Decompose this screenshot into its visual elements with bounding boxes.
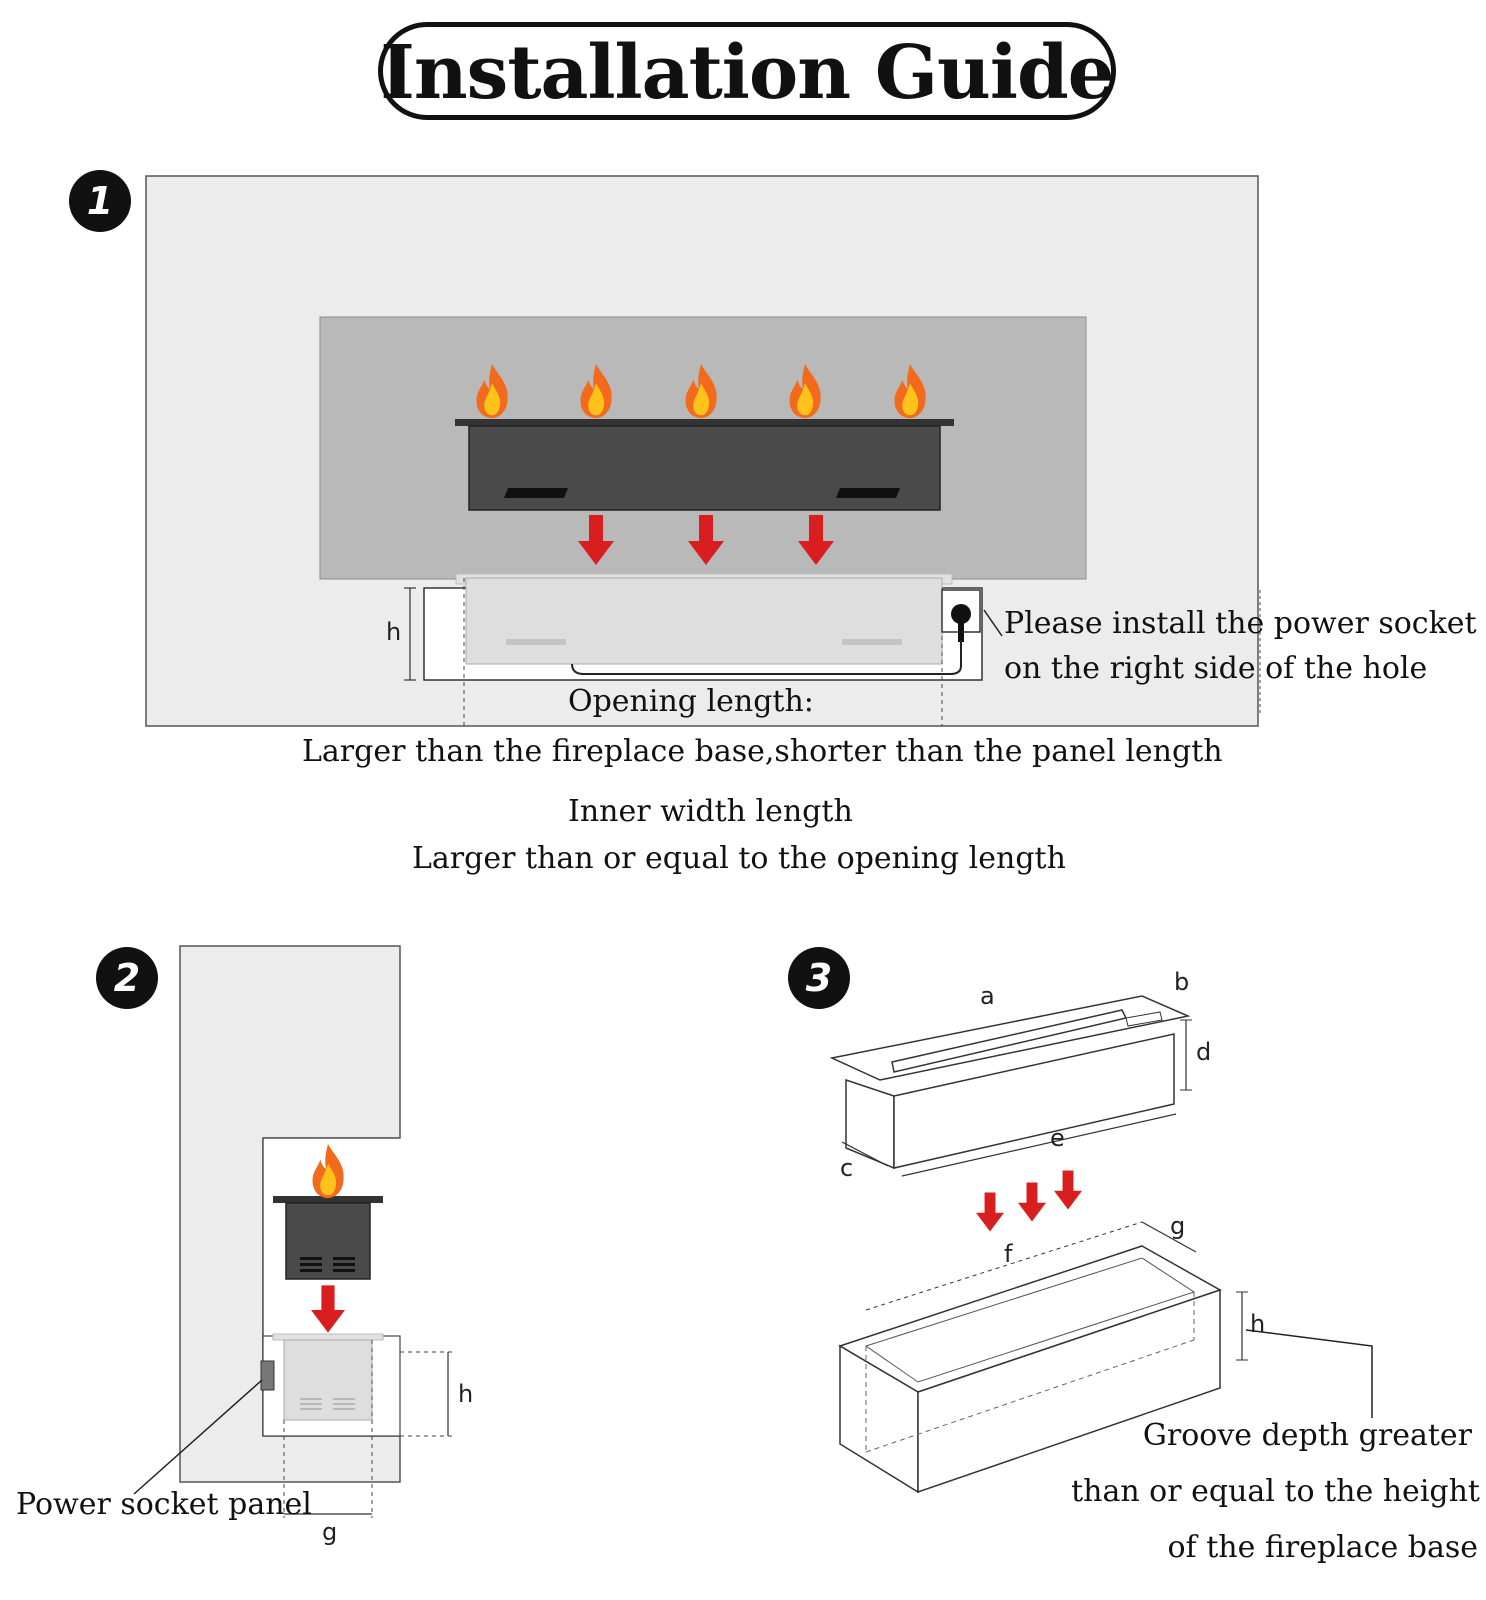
- opening-length-label: Opening length:: [568, 684, 814, 719]
- burner-vent-right: [836, 488, 900, 498]
- step-badge-1: 1: [69, 170, 131, 232]
- power-socket-icon: [260, 1360, 275, 1391]
- burner-top-plate: [455, 419, 954, 426]
- page-title: Installation Guide: [380, 30, 1115, 116]
- down-arrow-icon: [976, 1170, 1082, 1232]
- dimension-g: g: [1170, 1212, 1186, 1240]
- groove-note-line1: Groove depth greater: [1142, 1418, 1472, 1453]
- title-outline: [378, 22, 1116, 120]
- dimension-e: e: [1050, 1124, 1065, 1152]
- title-badge: Installation Guide: [372, 16, 1122, 126]
- step2-diagram: [133, 945, 452, 1518]
- power-socket-panel-label: Power socket panel: [16, 1487, 312, 1522]
- step3-diagram: [829, 995, 1373, 1494]
- power-socket-icon: [941, 589, 981, 642]
- dimension-f: f: [1004, 1240, 1013, 1268]
- dimension-c: c: [840, 1154, 854, 1182]
- dimension-g: g: [322, 1518, 338, 1546]
- dimension-h: h: [458, 1380, 474, 1408]
- inner-width-desc: Larger than or equal to the opening leng…: [412, 841, 1066, 876]
- dimension-h: h: [386, 618, 402, 646]
- groove-front: [917, 1288, 1221, 1494]
- dimension-d: d: [1196, 1038, 1212, 1066]
- groove-note-line2: than or equal to the height: [1071, 1474, 1480, 1509]
- socket-note-line2: on the right side of the hole: [1004, 651, 1428, 686]
- step-badge-2: 2: [96, 947, 158, 1009]
- opening-length-desc: Larger than the fireplace base,shorter t…: [302, 734, 1223, 769]
- dimension-b: b: [1174, 968, 1190, 996]
- dimension-h: h: [1250, 1310, 1266, 1338]
- step1-diagram: [145, 175, 1261, 727]
- fireplace-box: [285, 1202, 371, 1280]
- burner-front: [893, 1033, 1175, 1169]
- burner-ghost: [465, 577, 943, 665]
- inner-width-label: Inner width length: [568, 794, 853, 829]
- groove-note-line3: of the fireplace base: [1167, 1530, 1479, 1565]
- step-badge-3: 3: [788, 947, 850, 1009]
- socket-note-line1: Please install the power socket: [1004, 606, 1477, 641]
- burner-vent-left: [504, 488, 568, 498]
- dimension-a: a: [980, 982, 995, 1010]
